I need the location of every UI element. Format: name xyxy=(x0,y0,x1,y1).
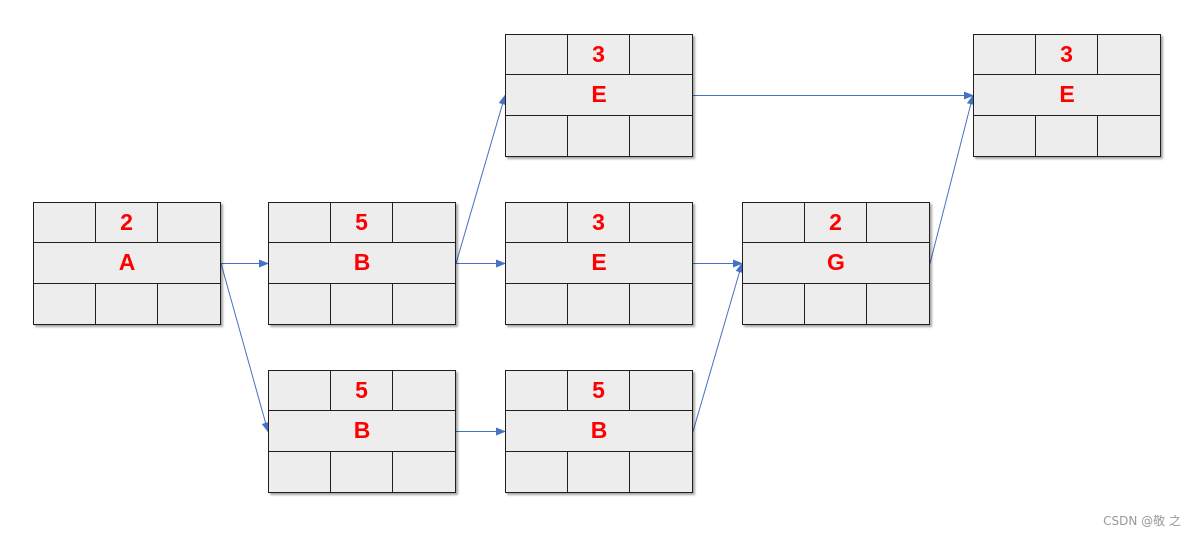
watermark-text: CSDN @敬 之 xyxy=(1103,514,1181,528)
late-start-cell xyxy=(743,283,805,324)
total-float-cell xyxy=(568,115,630,156)
activity-node-b-lower: 5 B xyxy=(268,370,456,493)
late-finish-cell xyxy=(867,284,929,324)
edge-arrow-1-3 xyxy=(455,94,507,264)
total-float-cell xyxy=(568,283,630,324)
late-start-cell xyxy=(269,283,331,324)
duration-cell: 2 xyxy=(96,203,158,244)
early-finish-cell xyxy=(630,371,692,412)
activity-node-b-upper: 5 B xyxy=(268,202,456,325)
duration-cell: 3 xyxy=(1036,35,1098,76)
total-float-cell xyxy=(568,451,630,492)
activity-name-cell: E xyxy=(506,75,692,116)
activity-name-cell: A xyxy=(34,243,220,284)
activity-name-cell: B xyxy=(269,411,455,452)
late-start-cell xyxy=(974,115,1036,156)
early-start-cell xyxy=(34,203,96,244)
duration-cell: 5 xyxy=(331,371,393,412)
early-finish-cell xyxy=(393,203,455,244)
total-float-cell xyxy=(331,283,393,324)
total-float-cell xyxy=(96,283,158,324)
late-start-cell xyxy=(34,283,96,324)
edge-arrow-5-6 xyxy=(692,262,744,432)
total-float-cell xyxy=(331,451,393,492)
duration-cell: 3 xyxy=(568,203,630,244)
edge-arrow-0-2 xyxy=(220,263,270,433)
activity-node-e-final: 3 E xyxy=(973,34,1161,157)
late-finish-cell xyxy=(630,116,692,156)
early-finish-cell xyxy=(158,203,220,244)
activity-node-e-top: 3 E xyxy=(505,34,693,157)
early-start-cell xyxy=(743,203,805,244)
activity-name-cell: E xyxy=(974,75,1160,116)
early-finish-cell xyxy=(393,371,455,412)
early-start-cell xyxy=(506,35,568,76)
activity-node-b-bottom-right: 5 B xyxy=(505,370,693,493)
late-finish-cell xyxy=(393,284,455,324)
late-finish-cell xyxy=(1098,116,1160,156)
late-finish-cell xyxy=(630,452,692,492)
late-finish-cell xyxy=(393,452,455,492)
early-finish-cell xyxy=(630,35,692,76)
early-finish-cell xyxy=(1098,35,1160,76)
early-start-cell xyxy=(974,35,1036,76)
duration-cell: 3 xyxy=(568,35,630,76)
late-start-cell xyxy=(506,115,568,156)
duration-cell: 5 xyxy=(568,371,630,412)
activity-name-cell: B xyxy=(506,411,692,452)
early-start-cell xyxy=(269,371,331,412)
late-start-cell xyxy=(506,283,568,324)
activity-name-cell: B xyxy=(269,243,455,284)
late-finish-cell xyxy=(158,284,220,324)
activity-name-cell: E xyxy=(506,243,692,284)
total-float-cell xyxy=(805,283,867,324)
late-finish-cell xyxy=(630,284,692,324)
activity-node-g: 2 G xyxy=(742,202,930,325)
activity-node-e-middle: 3 E xyxy=(505,202,693,325)
duration-cell: 5 xyxy=(331,203,393,244)
activity-node-a: 2 A xyxy=(33,202,221,325)
edge-arrow-6-7 xyxy=(929,94,975,264)
early-finish-cell xyxy=(630,203,692,244)
early-start-cell xyxy=(269,203,331,244)
activity-name-cell: G xyxy=(743,243,929,284)
early-start-cell xyxy=(506,371,568,412)
early-finish-cell xyxy=(867,203,929,244)
late-start-cell xyxy=(506,451,568,492)
late-start-cell xyxy=(269,451,331,492)
duration-cell: 2 xyxy=(805,203,867,244)
total-float-cell xyxy=(1036,115,1098,156)
early-start-cell xyxy=(506,203,568,244)
